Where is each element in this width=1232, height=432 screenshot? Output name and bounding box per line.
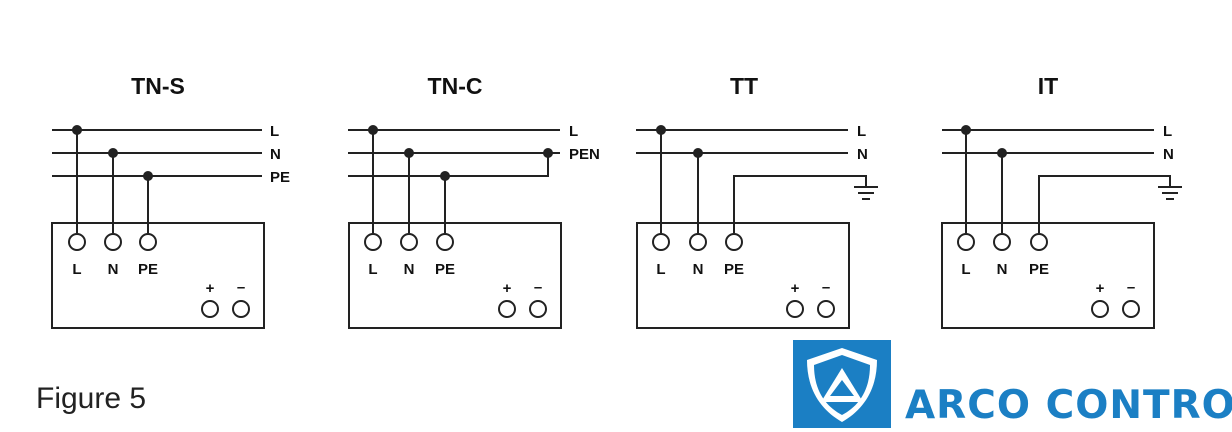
device-box (941, 222, 1155, 329)
bus-label-pe: PE (270, 169, 290, 186)
junction-dot (543, 148, 553, 158)
diagram-tn-c (348, 125, 562, 329)
diagram-title: TN-C (428, 73, 483, 99)
terminal-l (652, 233, 670, 251)
junction-dot (404, 148, 414, 158)
bus-label-l: L (569, 123, 578, 140)
bus-label-n: N (857, 146, 868, 163)
terminal-label-n: N (693, 261, 704, 278)
dc-label-plus: + (1096, 280, 1105, 297)
terminal-pe (139, 233, 157, 251)
terminal-minus (529, 300, 547, 318)
terminal-minus (232, 300, 250, 318)
brand-name: ARCO CONTROL (905, 383, 1232, 428)
terminal-n (400, 233, 418, 251)
terminal-n (689, 233, 707, 251)
junction-dot (440, 171, 450, 181)
diagram-title: IT (1038, 73, 1058, 99)
terminal-label-n: N (997, 261, 1008, 278)
junction-dot (693, 148, 703, 158)
dc-label-minus: – (822, 279, 830, 296)
bus-pe-link (348, 153, 549, 177)
terminal-minus (1122, 300, 1140, 318)
diagram-title: TN-S (131, 73, 185, 99)
junction-dot (143, 171, 153, 181)
bus-label-l: L (1163, 123, 1172, 140)
dc-label-plus: + (206, 280, 215, 297)
terminal-label-pe: PE (138, 261, 158, 278)
dc-label-plus: + (791, 280, 800, 297)
earth-wire (733, 175, 867, 233)
junction-dot (108, 148, 118, 158)
device-box (348, 222, 562, 329)
figure-caption: Figure 5 (36, 382, 147, 415)
junction-dot (997, 148, 1007, 158)
diagram-title: TT (730, 73, 758, 99)
terminal-label-n: N (108, 261, 119, 278)
terminal-l (364, 233, 382, 251)
terminal-label-l: L (656, 261, 665, 278)
dc-label-plus: + (503, 280, 512, 297)
terminal-pe (725, 233, 743, 251)
shield-triangle-logo-icon (793, 340, 891, 428)
terminal-label-l: L (961, 261, 970, 278)
terminal-n (104, 233, 122, 251)
dc-label-minus: – (534, 279, 542, 296)
device-box (51, 222, 265, 329)
terminal-label-pe: PE (435, 261, 455, 278)
terminal-plus (498, 300, 516, 318)
terminal-l (957, 233, 975, 251)
junction-dot (368, 125, 378, 135)
terminal-minus (817, 300, 835, 318)
terminal-l (68, 233, 86, 251)
junction-dot (72, 125, 82, 135)
bus-label-n: N (270, 146, 281, 163)
diagram-tn-s (51, 125, 265, 329)
bus-label-n: N (1163, 146, 1174, 163)
terminal-pe (436, 233, 454, 251)
bus-label-pen: PEN (569, 146, 600, 163)
terminal-pe (1030, 233, 1048, 251)
bus-label-l: L (270, 123, 279, 140)
terminal-plus (201, 300, 219, 318)
terminal-label-l: L (368, 261, 377, 278)
terminal-label-pe: PE (724, 261, 744, 278)
dc-label-minus: – (1127, 279, 1135, 296)
terminal-plus (1091, 300, 1109, 318)
device-box (636, 222, 850, 329)
terminal-label-pe: PE (1029, 261, 1049, 278)
terminal-n (993, 233, 1011, 251)
bus-label-l: L (857, 123, 866, 140)
junction-dot (656, 125, 666, 135)
terminal-plus (786, 300, 804, 318)
dc-label-minus: – (237, 279, 245, 296)
terminal-label-n: N (404, 261, 415, 278)
diagram-it (941, 125, 1182, 329)
junction-dot (961, 125, 971, 135)
diagram-tt (636, 125, 878, 329)
terminal-label-l: L (72, 261, 81, 278)
earth-wire (1038, 175, 1171, 233)
